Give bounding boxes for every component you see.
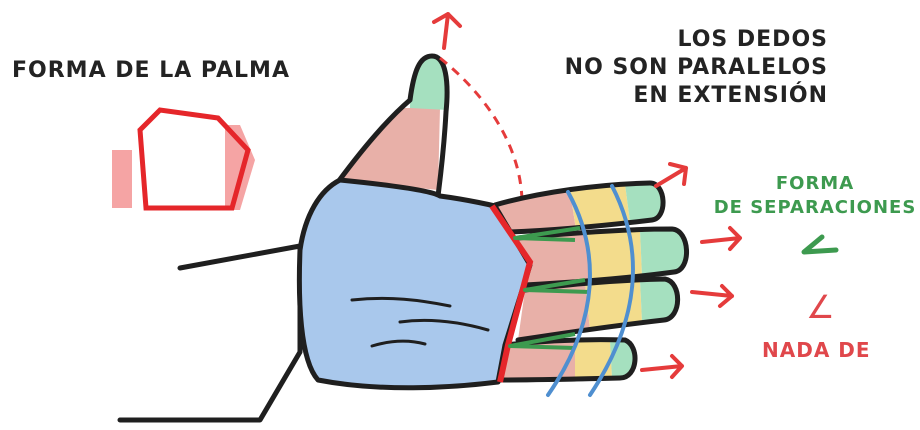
thumb <box>335 53 450 199</box>
knuckle-arc-1 <box>546 190 592 397</box>
palm-shape-shadow <box>112 150 132 208</box>
arrow-ring <box>690 284 734 308</box>
wrong-angle-symbol: ∠ <box>806 288 836 326</box>
finger-index-tip <box>625 183 664 222</box>
arrow-middle <box>700 226 742 251</box>
separation-correct-shape <box>801 234 839 255</box>
fingers-note-line-3: EN EXTENSIÓN <box>633 83 828 108</box>
nada-de-label: NADA DE <box>762 338 871 362</box>
forearm <box>117 243 303 423</box>
separation-note: FORMA DE SEPARACIONES <box>700 172 920 220</box>
palm-shape-diagram <box>112 107 255 211</box>
finger-pinky-middle <box>575 338 612 378</box>
finger-middle-middle <box>585 230 642 280</box>
separation-note-line-1: FORMA <box>775 173 855 194</box>
direction-arrows <box>432 12 742 379</box>
separation-green-2 <box>523 278 591 294</box>
fingers <box>492 180 689 383</box>
palm-crease-3 <box>370 339 427 348</box>
arrow-pinky <box>640 354 684 379</box>
thumb-arc-dashed <box>439 56 524 201</box>
fingers-note-line-2: NO SON PARALELOS <box>564 55 828 80</box>
finger-index-outline <box>492 180 666 235</box>
palm <box>296 177 533 391</box>
palm-shape-outline <box>137 107 251 211</box>
fingers-note: LOS DEDOS NO SON PARALELOS EN EXTENSIÓN <box>565 26 828 110</box>
palm-edge-red <box>489 204 534 383</box>
fingers-note-line-1: LOS DEDOS <box>677 27 828 52</box>
finger-middle-base <box>518 233 590 285</box>
separation-green-1 <box>513 226 581 242</box>
thumb-tip <box>410 56 448 110</box>
palm-crease-1 <box>350 296 452 308</box>
finger-index-base <box>495 190 576 232</box>
finger-ring-base <box>518 283 590 340</box>
knuckle-arc-2 <box>588 184 635 397</box>
thumb-outline <box>335 53 450 199</box>
palm-shape-shadow-right <box>225 125 255 210</box>
finger-middle-tip <box>640 229 687 276</box>
arrow-index <box>654 162 688 188</box>
thumb-base <box>340 108 440 190</box>
finger-pinky-outline <box>495 337 638 383</box>
palm-crease-2 <box>398 318 490 332</box>
palm-shape-title: FORMA DE LA PALMA <box>12 58 290 83</box>
separation-green-3 <box>508 332 576 350</box>
finger-ring-tip <box>640 279 678 322</box>
arrow-thumb <box>432 12 462 50</box>
separation-note-line-2: DE SEPARACIONES <box>713 197 917 218</box>
